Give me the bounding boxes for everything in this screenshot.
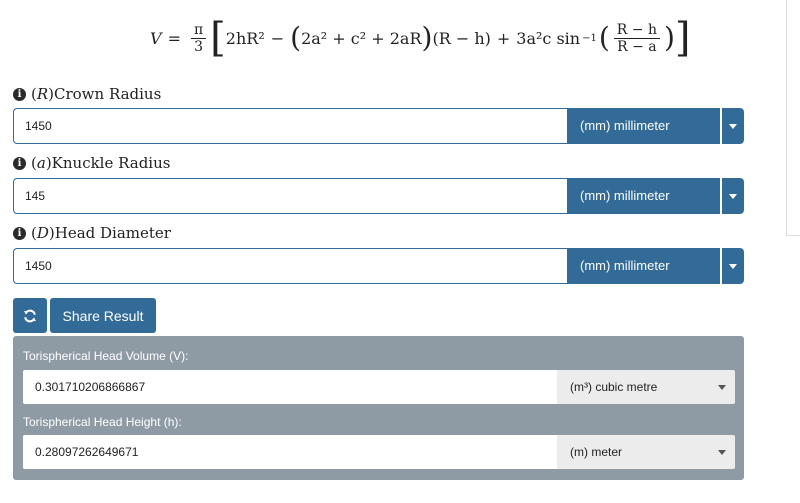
knuckle-radius-label: i (a)Knuckle Radius <box>13 153 170 173</box>
volume-row: 0.301710206866867 (m³) cubic metre <box>23 370 735 404</box>
chevron-down-icon[interactable] <box>720 108 744 144</box>
knuckle-radius-input[interactable]: 145 <box>13 178 581 214</box>
height-label: Torispherical Head Height (h): <box>23 415 182 429</box>
equals-sign: = <box>167 28 181 48</box>
symbol: R <box>36 85 49 103</box>
head-diameter-row: 1450 (mm) millimeter <box>13 248 744 284</box>
head-diameter-input[interactable]: 1450 <box>13 248 581 284</box>
info-icon[interactable]: i <box>13 156 26 170</box>
three: 3 <box>194 38 204 55</box>
share-result-button[interactable]: Share Result <box>50 298 156 333</box>
results-panel: Torispherical Head Volume (V): 0.3017102… <box>13 336 744 480</box>
side-panel <box>786 0 800 236</box>
minus: − <box>270 28 285 48</box>
chevron-down-icon[interactable] <box>720 248 744 284</box>
open-paren: ( <box>290 21 302 54</box>
formula: V = π 3 [ 2hR² − ( 2a² + c² + 2aR ) (R −… <box>150 14 691 62</box>
chevron-down-icon[interactable] <box>720 178 744 214</box>
term1: 2hR² <box>225 28 265 48</box>
chevron-down-icon <box>718 450 726 455</box>
term3: 3a²c sin <box>516 28 581 48</box>
symbol: a <box>36 154 46 172</box>
height-unit-select[interactable]: (m) meter <box>557 435 735 469</box>
info-icon[interactable]: i <box>13 87 26 101</box>
paren-inner: 2a² + c² + 2aR <box>301 28 422 48</box>
height-output[interactable]: 0.28097262649671 <box>23 435 557 469</box>
knuckle-radius-unit-select[interactable]: (mm) millimeter <box>567 178 729 214</box>
head-diameter-unit-select[interactable]: (mm) millimeter <box>567 248 729 284</box>
crown-radius-label: i (R)Crown Radius <box>13 84 161 104</box>
volume-output[interactable]: 0.301710206866867 <box>23 370 557 404</box>
crown-radius-input[interactable]: 1450 <box>13 108 581 144</box>
info-icon[interactable]: i <box>13 226 26 240</box>
refresh-button[interactable] <box>13 298 47 333</box>
inner-fraction: R − h R − a <box>613 22 660 55</box>
crown-radius-row: 1450 (mm) millimeter <box>13 108 744 144</box>
inverse-exp: −1 <box>582 32 597 44</box>
volume-unit-select[interactable]: (m³) cubic metre <box>557 370 735 404</box>
chevron-down-icon <box>718 385 726 390</box>
head-diameter-label: i (D)Head Diameter <box>13 223 171 243</box>
plus: + <box>496 28 511 48</box>
close-bracket: ] <box>674 15 691 61</box>
height-row: 0.28097262649671 (m) meter <box>23 435 735 469</box>
open-bracket: [ <box>210 15 226 61</box>
pi: π <box>190 22 207 39</box>
inner-den: R − a <box>617 38 657 55</box>
symbol: D <box>36 224 49 242</box>
pi-over-three: π 3 <box>190 22 207 55</box>
formula-lhs: V <box>150 28 162 48</box>
crown-radius-unit-select[interactable]: (mm) millimeter <box>567 108 729 144</box>
rh-term: (R − h) <box>432 28 491 48</box>
close-paren: ) <box>421 21 433 54</box>
knuckle-radius-row: 145 (mm) millimeter <box>13 178 744 214</box>
close-paren-2: ) <box>663 21 675 54</box>
inner-num: R − h <box>613 22 660 39</box>
refresh-icon <box>24 309 36 322</box>
open-paren-2: ( <box>598 21 610 54</box>
volume-label: Torispherical Head Volume (V): <box>23 349 189 363</box>
